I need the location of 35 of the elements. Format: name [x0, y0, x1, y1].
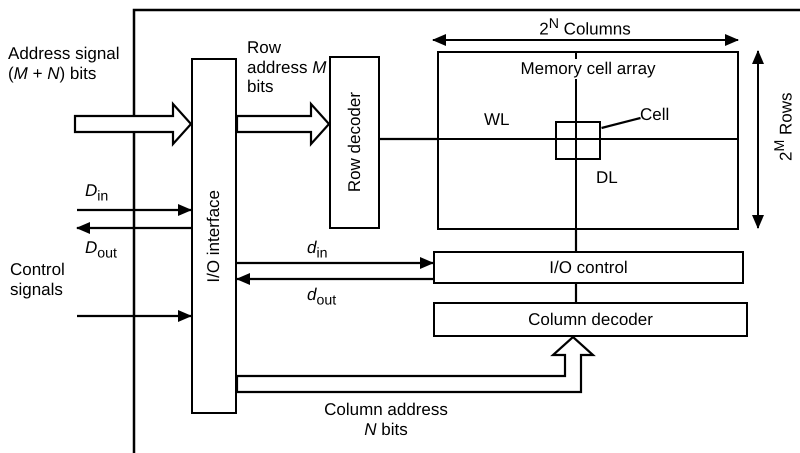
- arrow: [76, 222, 191, 234]
- connector-line: [380, 138, 437, 140]
- edge-label: d$_{in}$: [307, 238, 328, 262]
- edge-label: Address signal (M + N) bits: [8, 44, 121, 84]
- edge-label: D$_{in}$: [85, 181, 110, 205]
- box-label: I/O control: [549, 258, 628, 278]
- bus-arrow: [236, 336, 596, 394]
- decoder-box: [433, 302, 748, 337]
- edge-label: Row address M bits: [247, 38, 327, 97]
- arrow: [237, 257, 434, 269]
- edge-label: WL: [484, 110, 510, 130]
- interface-box: [191, 58, 237, 414]
- bus-arrow: [236, 101, 330, 147]
- box-label: Column decoder: [528, 310, 653, 330]
- decoder-box: [329, 56, 380, 229]
- arrow: [77, 310, 192, 322]
- connector-line: [574, 284, 578, 302]
- box-label: I/O interface: [204, 190, 224, 282]
- edge-label: Column address N bits: [323, 400, 449, 440]
- edge-label: d$_{out}$: [307, 285, 338, 309]
- cell-box: [555, 121, 601, 160]
- edge-label: D$_{out}$: [85, 238, 118, 262]
- arrow: [236, 273, 433, 285]
- dimension-label: 2$^{N}$ Columns: [538, 16, 632, 40]
- edge-label: Control signals: [10, 260, 66, 300]
- control-box: [433, 251, 744, 284]
- bus-arrow: [74, 101, 192, 147]
- box-label: Row decoder: [344, 92, 364, 193]
- connector-line: [574, 230, 578, 251]
- callout-label: Cell: [640, 105, 684, 125]
- box-label: Memory cell array: [519, 59, 657, 79]
- edge-label: DL: [596, 168, 619, 188]
- leader-line: [601, 116, 641, 130]
- memory-array-box: [437, 51, 739, 230]
- arrow: [77, 204, 192, 216]
